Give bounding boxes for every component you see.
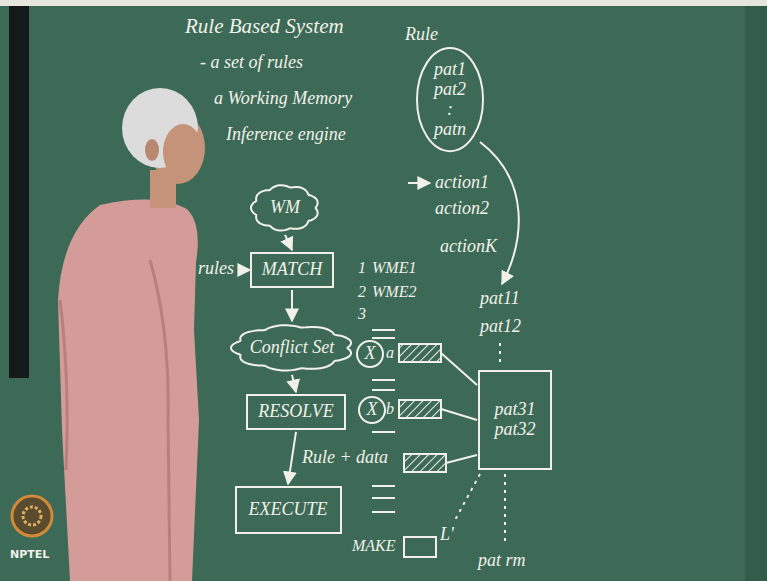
process-box: EXECUTE xyxy=(235,486,342,534)
row-number: 1 xyxy=(358,258,366,277)
node-text: pat2 xyxy=(434,80,466,100)
chalk-marks xyxy=(238,142,519,557)
wme-label: WME1 xyxy=(372,258,416,277)
node-text: RESOLVE xyxy=(258,402,333,422)
top-frame xyxy=(0,0,767,6)
flow-arrow xyxy=(291,290,293,321)
flow-arrow xyxy=(292,375,296,392)
node-text: EXECUTE xyxy=(249,500,328,520)
input-label: rules xyxy=(198,258,234,280)
make-box xyxy=(404,537,436,557)
row-number: 2 xyxy=(358,282,366,301)
action-text: actionK xyxy=(440,236,497,258)
pattern-label: pat12 xyxy=(480,316,521,338)
match-line xyxy=(441,409,477,420)
title-text: Rule Based System xyxy=(185,14,344,39)
working-memory-cloud: WM xyxy=(249,183,321,233)
lecturer-figure xyxy=(58,88,205,581)
note-label: L' xyxy=(440,524,454,546)
pattern-label: pat11 xyxy=(480,288,520,310)
pattern-label: pat rm xyxy=(478,550,526,572)
node-text: pat1 xyxy=(434,60,466,80)
process-box: RESOLVE xyxy=(246,394,345,430)
node-text: WM xyxy=(270,198,300,218)
edge-label: Rule + data xyxy=(300,447,390,469)
command-label: MAKE xyxy=(352,536,396,555)
node-text: X xyxy=(366,400,377,420)
node-text: MATCH xyxy=(262,260,322,280)
node-text: : xyxy=(447,100,453,120)
match-line xyxy=(446,455,477,463)
rules-arrow xyxy=(238,269,250,271)
conflict-set-cloud: Conflict Set xyxy=(229,323,356,373)
node-text: pat32 xyxy=(494,420,535,440)
node-text: patn xyxy=(434,120,466,140)
dotted-line xyxy=(455,474,480,520)
flow-arrow xyxy=(285,235,292,250)
match-line xyxy=(441,353,477,385)
flow-arrow xyxy=(288,432,296,484)
matched-wme xyxy=(404,454,446,472)
board-edge xyxy=(745,0,767,581)
row-number: 3 xyxy=(358,304,366,323)
mark-letter: b xyxy=(386,399,394,418)
dotted-line xyxy=(504,474,506,546)
wme-label: WME2 xyxy=(372,282,416,301)
mark-letter: a xyxy=(386,343,394,362)
circled-mark: X xyxy=(356,340,384,368)
heading-text: Rule xyxy=(405,24,438,46)
action-pointer xyxy=(408,182,430,184)
nptel-logo xyxy=(12,496,52,536)
process-box: MATCH xyxy=(250,252,334,288)
bullet-text: - a set of rules xyxy=(200,52,303,74)
node-text: X xyxy=(364,344,375,364)
watermark: NPTEL xyxy=(10,548,49,561)
matched-wme xyxy=(399,400,441,418)
pattern-box: pat31pat32 xyxy=(478,370,552,470)
node-text: Conflict Set xyxy=(250,338,335,358)
action-text: action2 xyxy=(435,198,489,220)
bullet-text: a Working Memory xyxy=(214,88,352,110)
matched-wme xyxy=(399,344,441,362)
circled-mark: X xyxy=(358,396,386,424)
node-text: pat31 xyxy=(494,400,535,420)
pattern-oval: pat1pat2:patn xyxy=(415,46,485,153)
bullet-text: Inference engine xyxy=(226,124,346,146)
left-frame xyxy=(9,6,29,378)
dotted-line xyxy=(499,343,501,366)
action-text: action1 xyxy=(435,172,489,194)
